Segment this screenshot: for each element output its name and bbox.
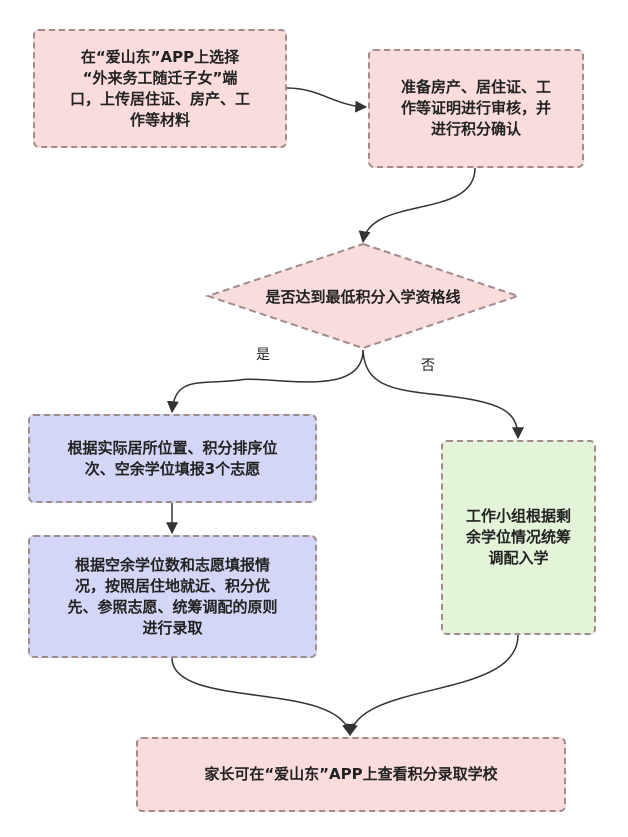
node-fill-preferences: 根据实际居所位置、积分排序位 次、空余学位填报3个志愿 [28,414,317,503]
node-admission-rules-line: 进行录取 [142,618,203,637]
node-admission-rules: 根据空余学位数和志愿填报情 况，按照居住地就近、积分优 先、参照志愿、统筹调配的… [28,535,317,658]
node-working-group-allocation: 工作小组根据剩 余学位情况统筹 调配入学 [441,440,596,635]
node-upload-materials-line: 在“爱山东”APP上选择 [80,47,240,66]
node-upload-materials-line: “外来务工随迁子女”端 [82,68,238,87]
node-admission-rules-line: 先、参照志愿、统筹调配的原则 [67,597,278,616]
node-fill-preferences-line: 根据实际居所位置、积分排序位 [67,438,278,457]
node-review-certificates: 准备房产、居住证、工 作等证明进行审核，并 进行积分确认 [368,49,584,168]
edge-n1-n2 [286,87,368,113]
node-check-result-line: 家长可在“爱山东”APP上查看积分录取学校 [204,765,498,783]
edge-n2-n3 [358,167,476,244]
node-review-certificates-line: 准备房产、居住证、工 [400,78,551,96]
node-upload-materials-line: 口，上传居住证、房产、工 [69,89,250,108]
node-admission-rules-line: 根据空余学位数和志愿填报情 [74,555,270,574]
edge-n3-n4 [166,349,364,414]
node-admission-rules-line: 况，按照居住地就近、积分优 [74,576,270,595]
decision-text: 是否达到最低积分入学资格线 [265,288,461,306]
node-review-certificates-line: 作等证明进行审核，并 [400,99,551,117]
node-working-group-allocation-line: 工作小组根据剩 [465,507,571,525]
edge-n5-n7 [171,657,354,737]
node-working-group-allocation-line: 余学位情况统筹 [465,528,571,546]
decision-diamond [204,242,522,350]
node-upload-materials-line: 作等材料 [129,110,190,129]
node-working-group-allocation-line: 调配入学 [488,549,549,567]
edge-label-no: 否 [421,358,435,374]
edge-n3-n6 [362,349,524,440]
node-fill-preferences-line: 次、空余学位填报3个志愿 [84,459,261,478]
edge-label-yes: 是 [256,347,270,363]
node-review-certificates-line: 进行积分确认 [430,120,521,138]
node-check-result: 家长可在“爱山东”APP上查看积分录取学校 [136,737,566,812]
edge-n6-n7 [346,634,519,737]
node-upload-materials: 在“爱山东”APP上选择 “外来务工随迁子女”端 口，上传居住证、房产、工 作等… [33,29,287,148]
